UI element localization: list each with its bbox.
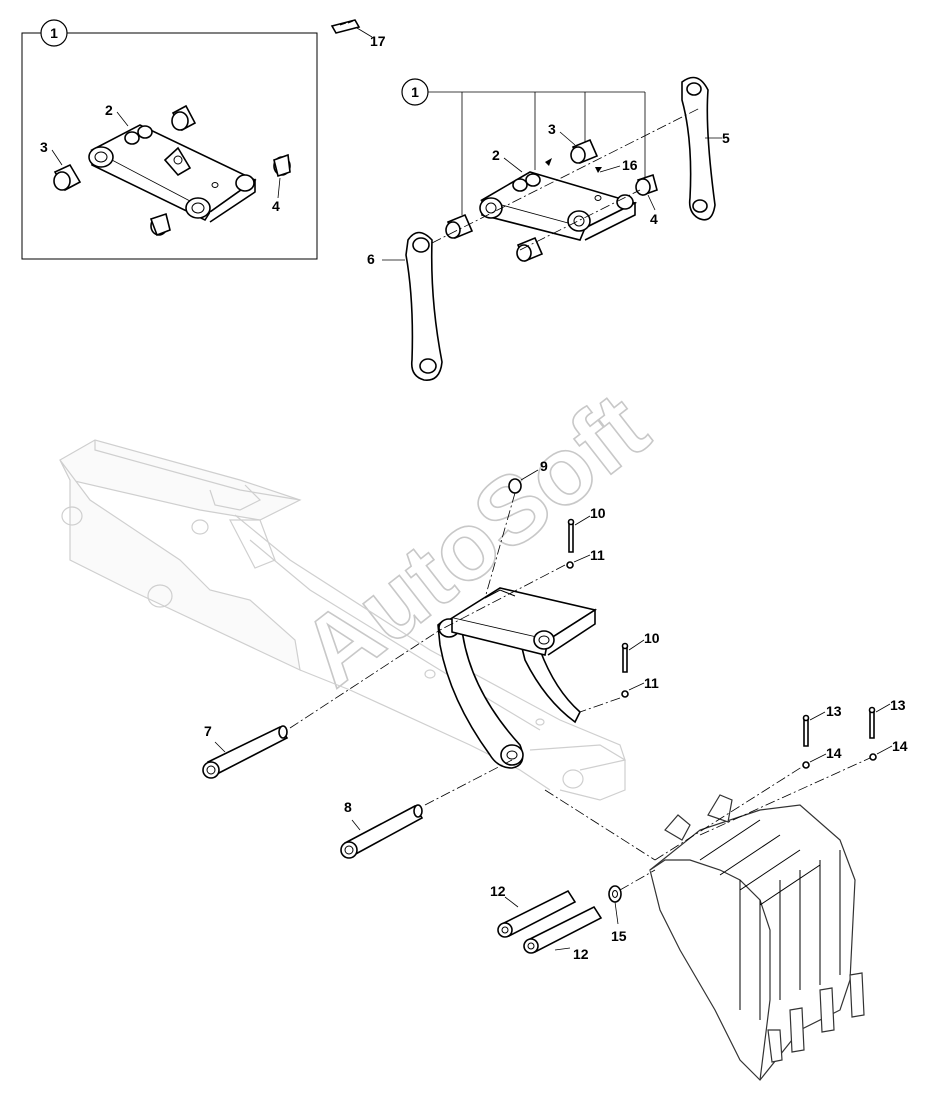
- callout-11-lower: 11: [644, 675, 659, 691]
- callout-11-upper: 11: [590, 547, 605, 563]
- decal-17: 17: [330, 19, 386, 49]
- callout-2: 2: [492, 147, 500, 163]
- callout-circle-1-inset: [40, 19, 68, 47]
- pin-8: 8: [340, 759, 513, 859]
- bolts-13-14: 13 14 13 14: [802, 697, 908, 769]
- arrow-marker-right: [595, 167, 602, 173]
- pin-7: 7: [202, 629, 441, 779]
- callout-8: 8: [344, 799, 352, 815]
- arrow-marker-left: [545, 158, 552, 166]
- callout-13-right: 13: [890, 697, 906, 713]
- callout-4-inset: 4: [272, 198, 280, 214]
- washer-9: 9: [484, 458, 548, 599]
- link-frame-2: [479, 158, 638, 241]
- callout-9: 9: [540, 458, 548, 474]
- exploded-link-assembly: 1 5 6: [367, 76, 730, 381]
- callout-7: 7: [204, 723, 212, 739]
- link-6: [405, 231, 443, 381]
- callout-16: 16: [622, 157, 638, 173]
- inset-bushings: [53, 104, 291, 237]
- bolt-nut-10-11-upper: 10 11: [439, 505, 606, 631]
- callout-2-inset: 2: [105, 102, 113, 118]
- callout-4: 4: [650, 211, 658, 227]
- callout-14-left: 14: [826, 745, 842, 761]
- bolt-nut-10-11-lower: 10 11: [579, 630, 660, 713]
- callout-13-left: 13: [826, 703, 842, 719]
- kit-inset-box: 1 2 3: [21, 19, 318, 260]
- callout-1-inset: 1: [50, 25, 58, 41]
- assembled-linkage: [437, 587, 598, 769]
- callout-12-lower: 12: [573, 946, 589, 962]
- callout-17: 17: [370, 33, 386, 49]
- callout-10-upper: 10: [590, 505, 606, 521]
- bucket: [544, 757, 871, 1081]
- link-5: [681, 76, 716, 221]
- callout-3-inset: 3: [40, 139, 48, 155]
- callout-15: 15: [611, 928, 627, 944]
- callout-6: 6: [367, 251, 375, 267]
- callout-10-lower: 10: [644, 630, 660, 646]
- callout-12-upper: 12: [490, 883, 506, 899]
- dipper-arm-ghost: [59, 439, 626, 801]
- callout-3: 3: [548, 121, 556, 137]
- callout-5: 5: [722, 130, 730, 146]
- pins-12-washer-15: 12 12 15: [490, 869, 656, 962]
- callout-14-right: 14: [892, 738, 908, 754]
- watermark-text: AutoSoft: [282, 373, 667, 707]
- callout-1: 1: [411, 84, 419, 100]
- inset-link-frame: [88, 124, 257, 223]
